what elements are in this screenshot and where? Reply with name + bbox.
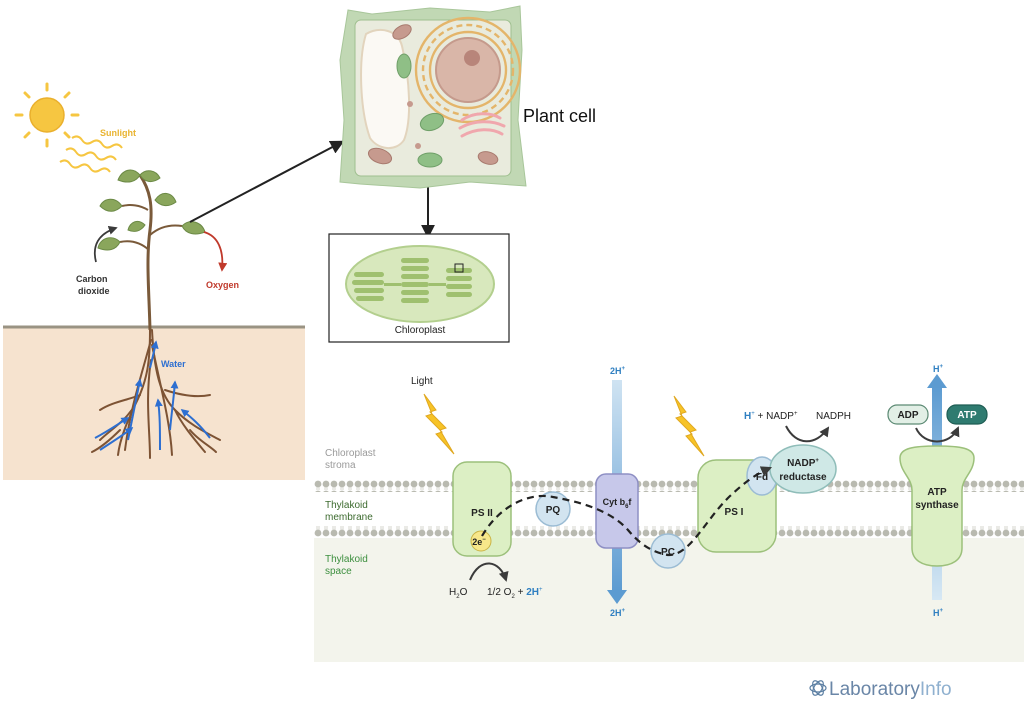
electron-flow-path: [481, 466, 773, 557]
chloroplast-icon: [345, 245, 495, 323]
pq-carrier: [535, 491, 571, 527]
oxygen-label: Oxygen: [206, 280, 239, 290]
lightning-icon-2: [673, 395, 705, 457]
proton-arrow-up-head: [927, 374, 947, 388]
carbon-dioxide-label-line1: Carbon: [76, 274, 108, 284]
nadp-reductase: [769, 444, 837, 494]
chloroplast-panel: Chloroplast: [328, 233, 510, 343]
space-label-line1: Thylakoid: [325, 554, 368, 565]
water-arrows: [94, 340, 211, 451]
carbon-dioxide-label-line2: dioxide: [78, 286, 110, 296]
ps1-label: PS I: [725, 507, 744, 518]
h2o-label: H2O: [449, 587, 468, 600]
stroma-label-line1: Chloroplast: [325, 448, 376, 459]
water-split-arrow: [469, 562, 509, 582]
ps2-label: PS II: [471, 508, 493, 519]
membrane-label-line2: membrane: [325, 512, 373, 523]
pc-carrier: [650, 533, 686, 569]
plant-scene: Sunlight Water: [3, 82, 305, 480]
adp-badge: [887, 404, 929, 425]
h-top-label: H+: [933, 364, 944, 374]
light-label: Light: [411, 376, 433, 387]
cyt-b6f-label: Cyt b6f: [603, 497, 633, 510]
pc-label: PC: [661, 547, 675, 558]
water-label: Water: [161, 359, 186, 369]
ps2-complex: [452, 461, 512, 557]
atp-formation-arrow: [915, 426, 960, 443]
carbon-dioxide-arrow: [94, 226, 118, 263]
atp-badge: [946, 404, 988, 425]
nadp-reductase-line1: NADP+: [787, 458, 819, 469]
two-electron-badge: [470, 530, 492, 552]
atp-synthase-icon: [899, 445, 975, 567]
proton-arrow-down-head: [607, 590, 627, 604]
oxygen-product-label: 1/2 O2 + 2H+: [487, 587, 543, 600]
membrane-label-line1: Thylakoid: [325, 500, 368, 511]
fd-label: Fd: [756, 472, 768, 483]
plant-cell-label: Plant cell: [523, 106, 596, 126]
adp-label: ADP: [897, 410, 918, 421]
two-h-bottom-label: 2H+: [610, 608, 626, 618]
nadp-reductase-line2: reductase: [779, 472, 827, 483]
h-bottom-label: H+: [933, 608, 944, 618]
atp-label: ATP: [957, 410, 977, 421]
stroma-label-line2: stroma: [325, 460, 356, 471]
logo-text: LaboratoryInfo: [829, 679, 952, 700]
nadph-label: NADPH: [816, 411, 851, 422]
atom-icon: [809, 680, 827, 696]
plant-cell-icon: [339, 5, 527, 189]
space-label-line2: space: [325, 566, 352, 577]
lightning-icon: [423, 393, 455, 455]
oxygen-arrow: [203, 231, 228, 272]
nadph-arrow: [785, 425, 830, 443]
sunlight-rays-icon: [59, 135, 123, 173]
sun-icon: [14, 82, 80, 148]
leaf-to-cell-arrow: [189, 140, 345, 223]
h-nadp-label: H+ + NADP+: [744, 411, 798, 422]
atp-synthase-line2: synthase: [915, 500, 959, 511]
laboratoryinfo-logo: LaboratoryInfo: [809, 679, 952, 700]
two-h-top-label: 2H+: [610, 366, 626, 376]
pq-label: PQ: [546, 505, 561, 516]
chloroplast-label: Chloroplast: [395, 325, 446, 336]
sunlight-label: Sunlight: [100, 128, 136, 138]
two-electron-label: 2e−: [472, 537, 486, 547]
atp-synthase-line1: ATP: [927, 487, 947, 498]
thylakoid-panel: Chloroplast stroma Thylakoid membrane Th…: [314, 364, 1024, 662]
plant-icon: [97, 169, 206, 331]
